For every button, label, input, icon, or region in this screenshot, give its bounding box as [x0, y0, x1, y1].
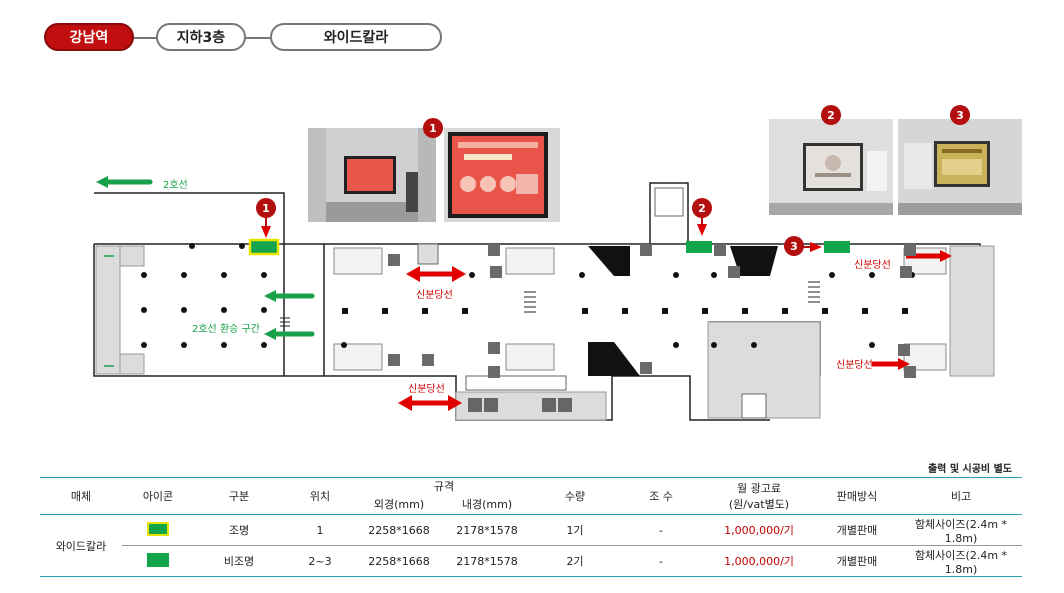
ad-spot-1-lit	[248, 238, 280, 256]
cell-position: 2~3	[284, 545, 356, 577]
cell-outer: 2258*1668	[356, 545, 442, 577]
header-icon: 아이콘	[122, 477, 194, 515]
spec-table: 매체 아이콘 구분 위치 규격 수량 조 수 월 광고료(원/vat별도) 판매…	[40, 477, 1022, 577]
label-id-gate-3: 신분당선	[854, 260, 891, 271]
map-pin-3[interactable]: 3	[784, 236, 804, 256]
map-concourse-left	[95, 245, 121, 375]
map-wall	[94, 192, 285, 244]
photo-pin-1: 1	[423, 118, 443, 138]
map-pin-2[interactable]: 2	[692, 198, 712, 218]
cell-qty: 2기	[532, 545, 618, 577]
cell-remark: 함체사이즈(2.4m * 1.8m)	[900, 545, 1022, 577]
map-wall	[649, 182, 689, 244]
photo-location-1-closeup	[444, 128, 560, 222]
green-box-icon	[147, 552, 169, 567]
header-spec: 규격	[356, 477, 532, 494]
ad-spot-2	[686, 241, 712, 253]
table-row: 비조명 2~3 2258*1668 2178*1578 2기 - 1,000,0…	[40, 545, 1022, 577]
photo-pin-2: 2	[821, 105, 841, 125]
cell-type: 조명	[194, 514, 284, 546]
label-id-gate-1: 신분당선	[416, 290, 453, 301]
cell-media-name: 와이드칼라	[40, 514, 122, 577]
map-pin-1[interactable]: 1	[256, 198, 276, 218]
photo-pin-3: 3	[950, 105, 970, 125]
cell-type: 비조명	[194, 545, 284, 577]
header-position: 위치	[284, 477, 356, 515]
cell-inner: 2178*1578	[442, 514, 532, 546]
label-line-2: 2호선	[163, 180, 188, 191]
label-transfer-zone: 2호선 환승 구간	[192, 324, 260, 335]
cell-inner: 2178*1578	[442, 545, 532, 577]
photo-location-2	[769, 119, 893, 215]
header-sale: 판매방식	[814, 477, 900, 515]
cell-sale: 개별판매	[814, 514, 900, 546]
photo-location-1-wide	[308, 128, 436, 222]
breadcrumb-connector	[130, 37, 162, 39]
header-inner: 내경(mm)	[461, 498, 513, 511]
header-outer: 외경(mm)	[373, 498, 425, 511]
cell-count: -	[618, 514, 704, 546]
cell-qty: 1기	[532, 514, 618, 546]
map-concourse-right	[949, 245, 995, 377]
photo-location-3	[898, 119, 1022, 215]
map-wall	[93, 244, 770, 421]
floor-map	[93, 176, 995, 421]
cell-position: 1	[284, 514, 356, 546]
header-remark: 비고	[900, 477, 1022, 515]
breadcrumb-station[interactable]: 강남역	[44, 23, 134, 51]
cell-price: 1,000,000/기	[704, 545, 814, 577]
cell-price: 1,000,000/기	[704, 514, 814, 546]
breadcrumb-media[interactable]: 와이드칼라	[270, 23, 442, 51]
label-id-gate-4: 신분당선	[836, 360, 873, 371]
cell-sale: 개별판매	[814, 545, 900, 577]
cost-note: 출력 및 시공비 별도	[927, 464, 1012, 475]
header-price: 월 광고료(원/vat별도)	[704, 477, 814, 515]
header-qty: 수량	[532, 477, 618, 515]
header-type: 구분	[194, 477, 284, 515]
lit-green-box-icon	[147, 521, 169, 536]
header-media: 매체	[40, 477, 122, 515]
label-id-gate-2: 신분당선	[408, 384, 445, 395]
header-count: 조 수	[618, 477, 704, 515]
table-row: 와이드칼라 조명 1 2258*1668 2178*1578 1기 - 1,00…	[40, 514, 1022, 577]
breadcrumb-floor[interactable]: 지하3층	[156, 23, 246, 51]
cell-outer: 2258*1668	[356, 514, 442, 546]
breadcrumb-connector	[244, 37, 274, 39]
cell-remark: 함체사이즈(2.4m * 1.8m)	[900, 514, 1022, 546]
ad-spot-3	[824, 241, 850, 253]
cell-count: -	[618, 545, 704, 577]
